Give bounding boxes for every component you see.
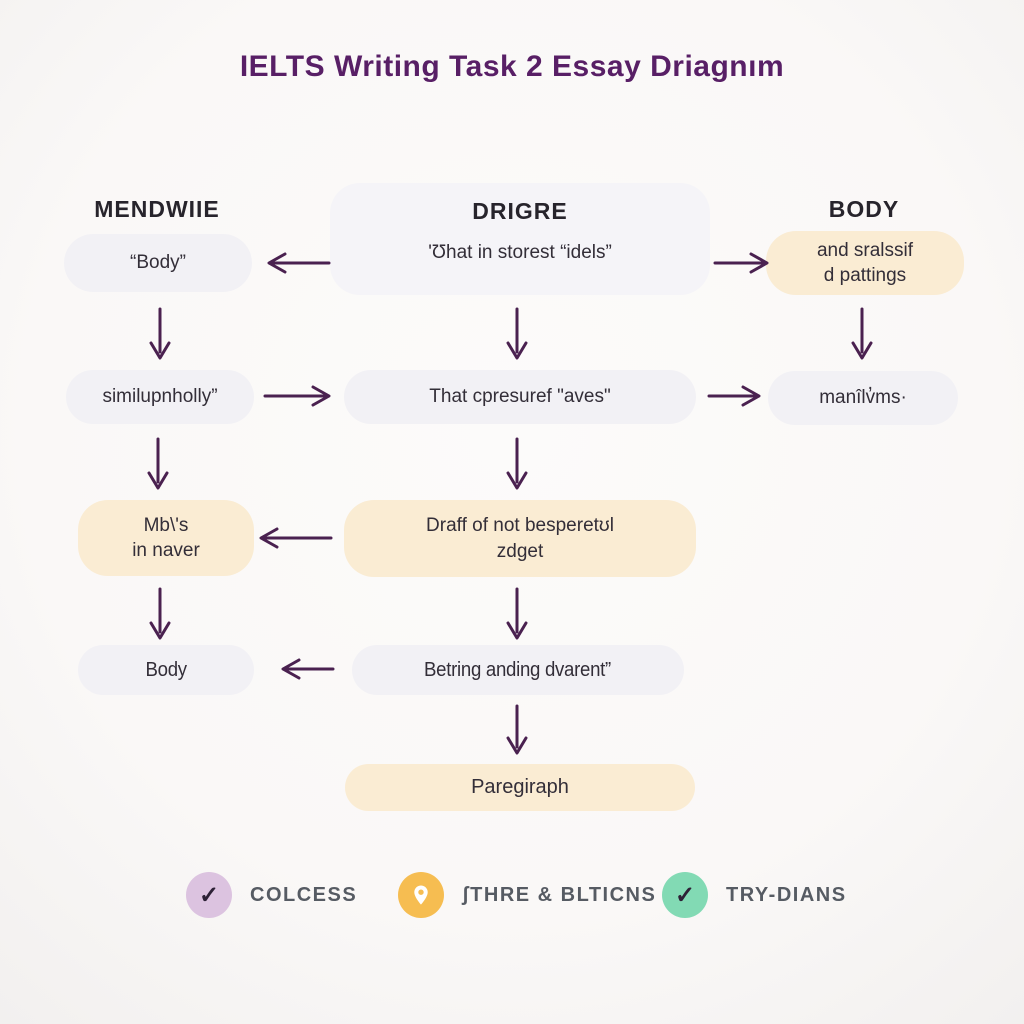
node-r4-left: Body <box>78 645 254 695</box>
arrow-down-icon <box>149 307 171 360</box>
node-r1-right-line1: and sralssif <box>816 239 914 261</box>
arrow-left-icon <box>267 252 331 274</box>
node-r4-center-text: Betring anding dvarent” <box>424 658 612 681</box>
check-icon: ✓ <box>674 881 696 909</box>
legend-circle-orange <box>398 872 444 918</box>
column-header-center: DRIGRE <box>472 198 568 224</box>
legend-item-try-dians: ✓ TRY-DIANS <box>662 872 847 918</box>
arrow-down-icon <box>147 437 169 490</box>
node-r3-left-line1: Mb\'s <box>143 514 189 536</box>
node-r2-left: similupnholly” <box>66 370 254 424</box>
legend-label: TRY-DIANS <box>726 883 847 906</box>
arrow-down-icon <box>506 587 528 640</box>
node-r1-right-line2: d pattings <box>823 265 907 286</box>
arrow-right-icon <box>713 252 769 274</box>
node-r4-left-text: Body <box>145 658 187 681</box>
arrow-down-icon <box>149 587 171 640</box>
node-r2-right: manîlv̓ms· <box>768 371 958 425</box>
node-r1-left: “Body” <box>64 234 252 292</box>
node-r3-left-line2: in naver <box>132 540 200 561</box>
legend-label: COLCESS <box>250 883 358 906</box>
node-r2-center: That cpresuref "aves" <box>344 370 696 424</box>
arrow-left-icon <box>259 527 333 549</box>
node-r5-center: Paregiraph <box>345 764 695 811</box>
arrow-left-icon <box>281 658 335 680</box>
node-center-top: DRIGRE 'Ʊhat in storest “idels” <box>330 183 710 295</box>
location-pin-icon <box>414 885 428 905</box>
node-r1-right: and sralssif d pattings <box>766 231 964 295</box>
node-r3-left: Mb\'s in naver <box>78 500 254 576</box>
legend-circle-purple: ✓ <box>186 872 232 918</box>
arrow-down-icon <box>506 704 528 755</box>
arrow-right-icon <box>263 385 331 407</box>
legend-circle-teal: ✓ <box>662 872 708 918</box>
legend-item-sthre-blticns: ʃTHRE & BLTICNS <box>398 872 656 918</box>
arrow-down-icon <box>851 307 873 360</box>
legend-label: ʃTHRE & BLTICNS <box>462 883 657 906</box>
node-r3-center: Draff of not besperetʊl zdget <box>344 500 696 577</box>
column-header-right: BODY <box>828 196 900 222</box>
arrow-down-icon <box>506 307 528 360</box>
check-icon: ✓ <box>198 881 220 909</box>
node-r4-center: Betring anding dvarent” <box>352 645 684 695</box>
node-r3-center-line2: zdget <box>496 540 544 562</box>
arrow-right-icon <box>707 385 761 407</box>
page-title: IELTS Writing Task 2 Essay Driagnım <box>239 50 785 83</box>
arrow-down-icon <box>506 437 528 490</box>
node-center-top-text: 'Ʊhat in storest “idels” <box>428 242 612 263</box>
legend-item-colcess: ✓ COLCESS <box>186 872 357 918</box>
node-r3-center-line1: Draff of not besperetʊl <box>426 515 614 537</box>
column-header-left: MENDWIIE <box>94 196 220 222</box>
